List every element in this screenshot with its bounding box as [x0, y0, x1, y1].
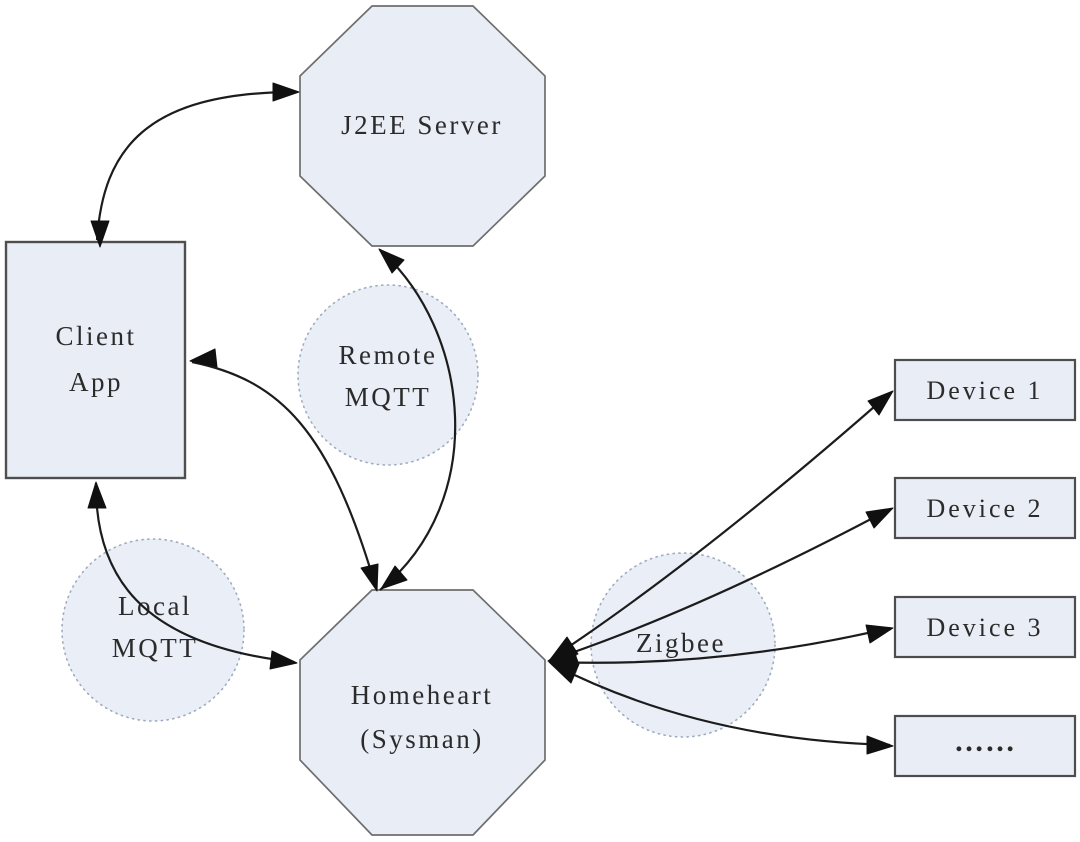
- device-1-label: Device 1: [926, 376, 1043, 405]
- homeheart-label-line1: Homeheart: [351, 680, 493, 710]
- edge-clientapp-homeheart-local-mqtt: [94, 482, 295, 664]
- edge-homeheart-clientapp-remote-mqtt: [191, 360, 378, 589]
- arrowhead-into-j2ee-bottom: [378, 248, 405, 274]
- local-mqtt-label-line2: MQTT: [112, 633, 199, 663]
- arrowhead-into-homeheart-top-from-clientapp: [360, 563, 379, 592]
- remote-mqtt-label-line1: Remote: [339, 340, 438, 370]
- device-2-rect: [893, 476, 1077, 540]
- arrowhead-into-clientapp-bottom: [87, 481, 107, 509]
- device-more-label: ……: [954, 725, 1016, 758]
- node-device-more: ……: [893, 714, 1077, 778]
- zone-local-mqtt: Local MQTT: [61, 538, 245, 722]
- edge-homeheart-device1-zigbee: [551, 392, 891, 659]
- zone-remote-mqtt: Remote MQTT: [297, 284, 479, 466]
- device-3-label: Device 3: [926, 613, 1043, 642]
- edge-homeheart-devicemore-zigbee: [551, 663, 891, 747]
- device-more-rect: [893, 714, 1077, 778]
- device-2-label: Device 2: [926, 494, 1043, 523]
- client-app-label-line1: Client: [56, 321, 137, 351]
- j2ee-server-octagon: [299, 5, 546, 247]
- node-j2ee-server: J2EE Server: [299, 5, 546, 247]
- node-homeheart: Homeheart (Sysman): [299, 589, 546, 836]
- arrowhead-into-homeheart-left: [269, 650, 298, 670]
- homeheart-label-line2: (Sysman): [360, 724, 484, 754]
- edge-homeheart-j2ee-remote-mqtt: [379, 249, 457, 591]
- node-device-3: Device 3: [893, 595, 1077, 659]
- arrowhead-into-homeheart-right-4: [548, 661, 580, 684]
- arrowhead-into-device3: [865, 624, 894, 644]
- remote-mqtt-circle: [297, 284, 479, 466]
- device-1-rect: [893, 358, 1077, 422]
- arrowhead-into-homeheart-top-from-j2ee: [380, 565, 408, 590]
- arrowhead-into-j2ee-left: [272, 82, 300, 102]
- homeheart-octagon: [299, 589, 546, 836]
- edge-homeheart-device3-zigbee: [550, 626, 891, 664]
- device-3-rect: [893, 595, 1077, 659]
- node-device-1: Device 1: [893, 358, 1077, 422]
- zigbee-label: Zigbee: [636, 628, 726, 658]
- client-app-rect: [4, 240, 187, 480]
- arrowhead-into-clientapp-top: [90, 220, 110, 248]
- edge-homeheart-device2-zigbee: [550, 508, 891, 662]
- arrowhead-into-device2: [865, 507, 894, 529]
- edge-clientapp-j2ee: [95, 90, 297, 241]
- client-app-label-line2: App: [69, 367, 123, 397]
- arrowhead-into-device1: [867, 390, 894, 416]
- node-client-app: Client App: [4, 240, 187, 480]
- arrowhead-into-devicemore: [866, 735, 894, 755]
- j2ee-server-label: J2EE Server: [341, 110, 503, 140]
- local-mqtt-circle: [61, 538, 245, 722]
- arrowhead-into-clientapp-right: [189, 348, 218, 368]
- node-device-2: Device 2: [893, 476, 1077, 540]
- remote-mqtt-label-line2: MQTT: [345, 382, 432, 412]
